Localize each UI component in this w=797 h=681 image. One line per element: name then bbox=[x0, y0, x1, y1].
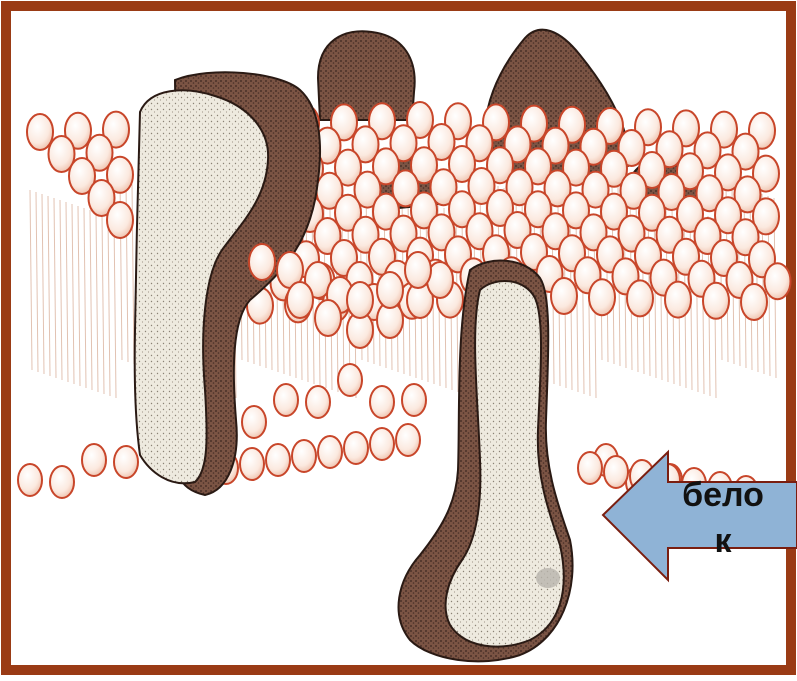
lipid-tail bbox=[84, 208, 86, 388]
lipid-head bbox=[318, 436, 342, 468]
lipid-head bbox=[589, 279, 615, 315]
lipid-head bbox=[82, 444, 106, 476]
lipid-head bbox=[344, 432, 368, 464]
lipid-head bbox=[27, 114, 53, 150]
lipid-tail bbox=[78, 206, 80, 386]
lipid-head bbox=[402, 384, 426, 416]
lipid-head bbox=[604, 456, 628, 488]
lipid-tail bbox=[42, 194, 44, 374]
arrow-label: бело к bbox=[668, 472, 778, 564]
lipid-head bbox=[114, 446, 138, 478]
arrow-label-line2: к bbox=[668, 518, 778, 564]
lipid-head bbox=[338, 364, 362, 396]
lipid-head bbox=[405, 252, 431, 288]
lipid-head bbox=[266, 444, 290, 476]
lipid-head bbox=[287, 282, 313, 318]
lipid-tail bbox=[48, 196, 50, 376]
lipid-head bbox=[627, 280, 653, 316]
lipid-tail bbox=[96, 212, 98, 392]
peripheral-protein-back-center bbox=[318, 31, 415, 120]
lipid-head bbox=[242, 406, 266, 438]
lipid-tail bbox=[54, 198, 56, 378]
lipid-head bbox=[665, 282, 691, 318]
lipid-head bbox=[50, 466, 74, 498]
transmembrane-protein-bottom bbox=[399, 261, 573, 662]
lipid-head bbox=[578, 452, 602, 484]
lipid-tail bbox=[72, 204, 74, 384]
arrow-label-line1: бело bbox=[668, 472, 778, 518]
lipid-head bbox=[306, 386, 330, 418]
lipid-head bbox=[249, 244, 275, 280]
lipid-tail bbox=[66, 202, 68, 382]
lipid-tail bbox=[36, 192, 38, 372]
lipid-tail bbox=[114, 218, 116, 398]
lipid-head bbox=[551, 278, 577, 314]
lipid-head bbox=[765, 263, 791, 299]
lipid-head bbox=[347, 282, 373, 318]
lipid-head bbox=[240, 448, 264, 480]
lipid-head bbox=[315, 300, 341, 336]
lipid-tail bbox=[108, 216, 110, 396]
lipid-head bbox=[274, 384, 298, 416]
lipid-head bbox=[370, 386, 394, 418]
lipid-head bbox=[741, 284, 767, 320]
lipid-head bbox=[703, 283, 729, 319]
lipid-head bbox=[107, 202, 133, 238]
lipid-tail bbox=[30, 190, 32, 370]
lipid-head bbox=[18, 464, 42, 496]
lipid-tail bbox=[102, 214, 104, 394]
lipid-head bbox=[292, 440, 316, 472]
lipid-head bbox=[370, 428, 394, 460]
lipid-tail bbox=[90, 210, 92, 390]
lipid-tail bbox=[60, 200, 62, 380]
lipid-head bbox=[396, 424, 420, 456]
lipid-head bbox=[377, 272, 403, 308]
